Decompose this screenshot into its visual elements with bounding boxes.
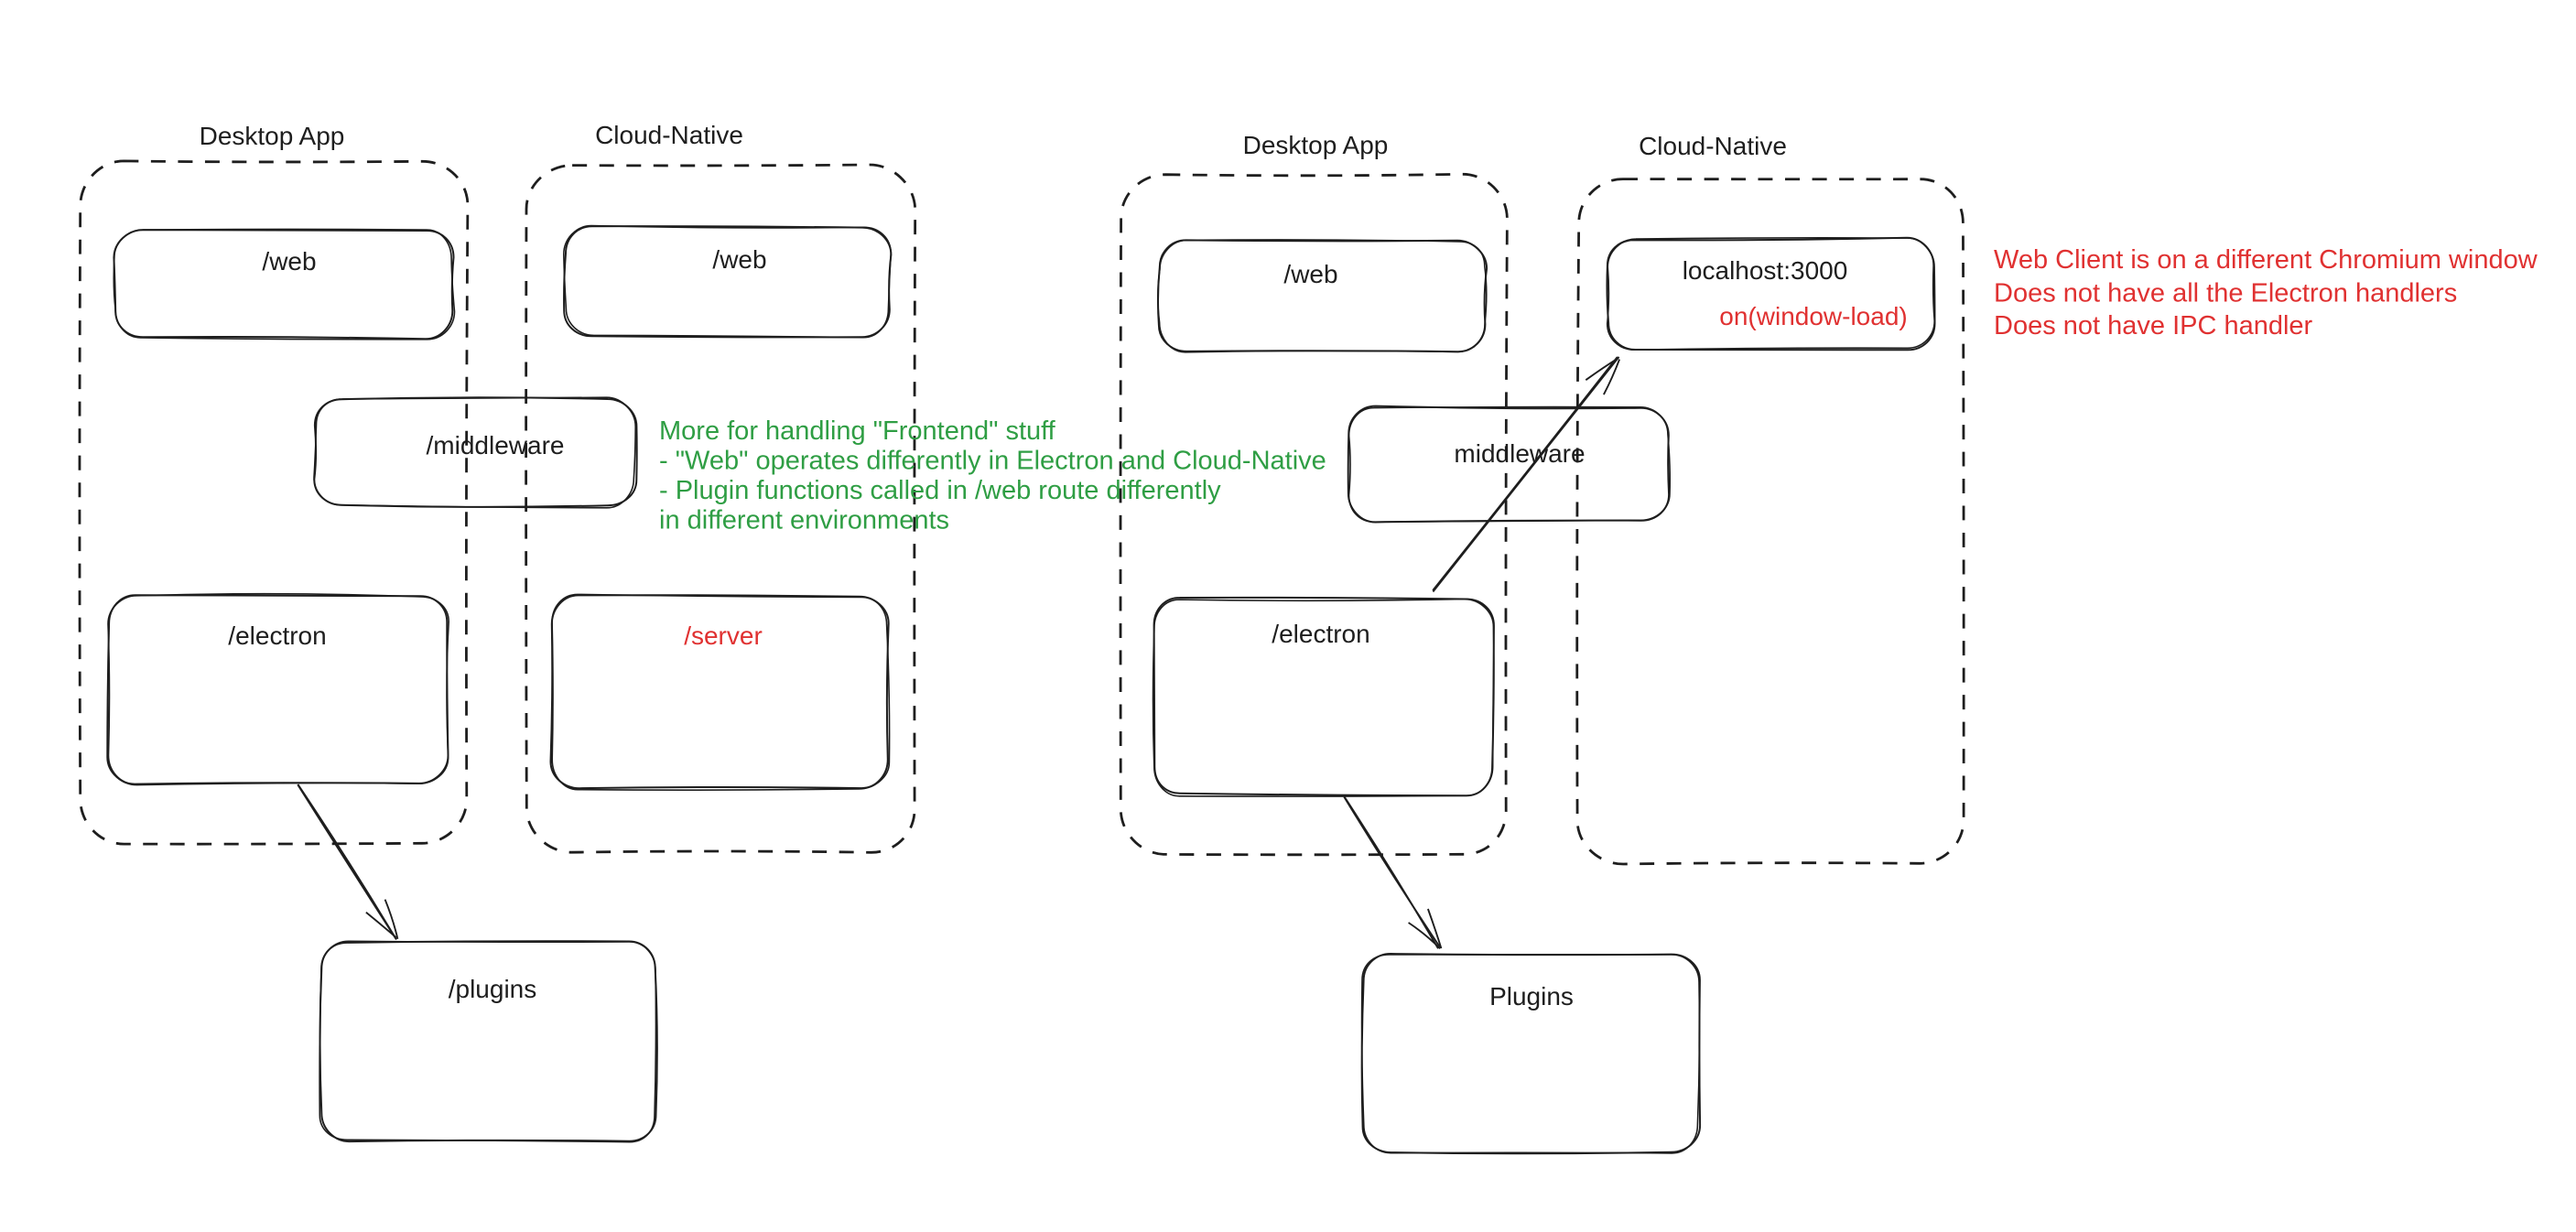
svg-text:Plugins: Plugins xyxy=(1489,982,1574,1010)
svg-text:Cloud-Native: Cloud-Native xyxy=(595,121,743,149)
svg-text:Desktop App: Desktop App xyxy=(200,122,345,150)
svg-text:/web: /web xyxy=(262,247,316,276)
svg-text:Does not have all the Electron: Does not have all the Electron handlers xyxy=(1994,279,2457,308)
svg-text:/web: /web xyxy=(712,245,766,274)
svg-text:More for handling "Frontend" s: More for handling "Frontend" stuff xyxy=(659,416,1056,446)
svg-text:/server: /server xyxy=(684,621,763,650)
svg-text:in different environments: in different environments xyxy=(659,506,949,535)
svg-text:/plugins: /plugins xyxy=(449,975,537,1003)
svg-text:/middleware: /middleware xyxy=(427,431,565,459)
svg-text:Web Client is on a different C: Web Client is on a different Chromium wi… xyxy=(1994,245,2538,275)
svg-text:middleware: middleware xyxy=(1454,439,1585,468)
svg-text:- Plugin functions called in /: - Plugin functions called in /web route … xyxy=(659,476,1221,505)
svg-text:Cloud-Native: Cloud-Native xyxy=(1639,132,1787,160)
svg-text:- "Web" operates differently i: - "Web" operates differently in Electron… xyxy=(659,447,1326,476)
svg-text:on(window-load): on(window-load) xyxy=(1719,302,1907,330)
svg-text:Does not have IPC handler: Does not have IPC handler xyxy=(1994,311,2313,340)
svg-text:/electron: /electron xyxy=(1272,620,1369,648)
svg-text:Desktop App: Desktop App xyxy=(1243,131,1389,159)
svg-text:localhost:3000: localhost:3000 xyxy=(1683,256,1848,285)
svg-text:/web: /web xyxy=(1283,260,1337,288)
svg-text:/electron: /electron xyxy=(228,621,326,650)
